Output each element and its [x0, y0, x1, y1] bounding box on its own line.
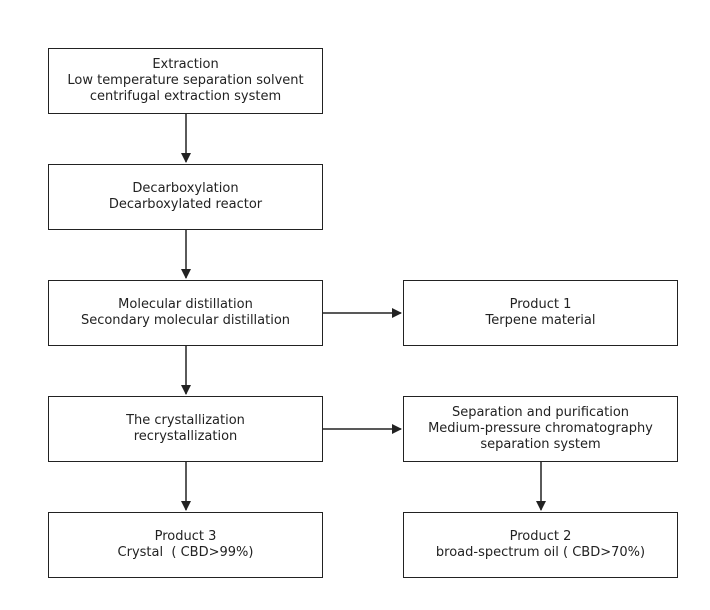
- extraction-title: Extraction: [152, 57, 219, 72]
- molecular-distillation-title: Molecular distillation: [118, 297, 253, 312]
- product3-title: Product 3: [154, 529, 217, 544]
- crystallization-box: The crystallization recrystallization: [48, 396, 323, 462]
- molecular-distillation-line2: Secondary molecular distillation: [80, 313, 291, 328]
- product3-line2: Crystal ( CBD>99%): [117, 545, 254, 560]
- separation-title: Separation and purification: [451, 405, 630, 420]
- decarboxylation-title: Decarboxylation: [132, 181, 239, 196]
- product1-box: Product 1 Terpene material: [403, 280, 678, 346]
- separation-line3: separation system: [480, 437, 601, 452]
- product1-title: Product 1: [509, 297, 572, 312]
- extraction-box: Extraction Low temperature separation so…: [48, 48, 323, 114]
- separation-line2: Medium-pressure chromatography: [428, 421, 653, 436]
- separation-box: Separation and purification Medium-press…: [403, 396, 678, 462]
- crystallization-title: The crystallization: [126, 413, 245, 428]
- product3-box: Product 3 Crystal ( CBD>99%): [48, 512, 323, 578]
- decarboxylation-box: Decarboxylation Decarboxylated reactor: [48, 164, 323, 230]
- product2-title: Product 2: [509, 529, 572, 544]
- extraction-line2: Low temperature separation solvent: [67, 73, 304, 88]
- molecular-distillation-box: Molecular distillation Secondary molecul…: [48, 280, 323, 346]
- product1-line2: Terpene material: [485, 313, 596, 328]
- product2-box: Product 2 broad-spectrum oil ( CBD>70%): [403, 512, 678, 578]
- decarboxylation-line2: Decarboxylated reactor: [108, 197, 263, 212]
- extraction-line3: centrifugal extraction system: [89, 89, 282, 104]
- crystallization-line2: recrystallization: [133, 429, 238, 444]
- product2-line2: broad-spectrum oil ( CBD>70%): [435, 545, 646, 560]
